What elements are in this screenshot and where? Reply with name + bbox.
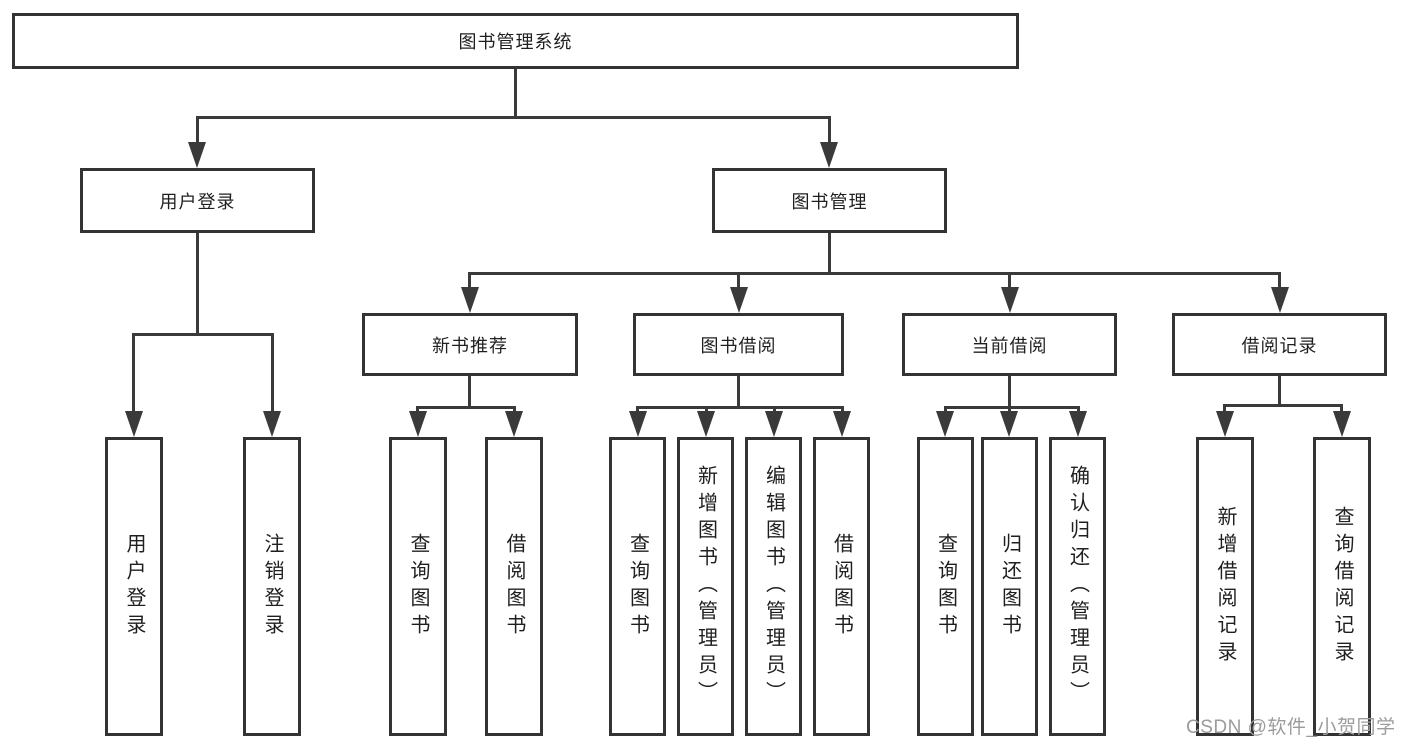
leaf-borrow-book-recommend: 借阅图书 xyxy=(485,437,543,736)
leaf-confirm-return-admin-label: 确认归还（管理员） xyxy=(1066,465,1089,708)
csdn-watermark: CSDN @软件_小贺同学 xyxy=(1186,717,1396,738)
arrowhead-down-icon xyxy=(820,142,838,168)
node-borrow-record: 借阅记录 xyxy=(1172,313,1387,376)
connector xyxy=(1223,404,1343,407)
leaf-query-book-recommend-label: 查询图书 xyxy=(407,532,429,641)
arrowhead-down-icon xyxy=(461,287,479,313)
connector xyxy=(828,233,831,275)
connector xyxy=(416,406,516,409)
arrowhead-down-icon xyxy=(629,411,647,437)
node-borrow-record-label: 借阅记录 xyxy=(1241,335,1318,356)
connector xyxy=(196,116,831,119)
leaf-confirm-return-admin: 确认归还（管理员） xyxy=(1049,437,1106,736)
node-current-borrow: 当前借阅 xyxy=(902,313,1117,376)
leaf-return-book-label: 归还图书 xyxy=(998,532,1021,641)
connector xyxy=(514,69,517,119)
node-current-borrow-label: 当前借阅 xyxy=(971,335,1048,356)
node-book-borrow-label: 图书借阅 xyxy=(700,335,777,356)
arrowhead-down-icon xyxy=(188,142,206,168)
leaf-edit-book-admin: 编辑图书（管理员） xyxy=(745,437,802,736)
leaf-logout: 注销登录 xyxy=(243,437,301,736)
leaf-borrow-book: 借阅图书 xyxy=(813,437,870,736)
node-book-management: 图书管理 xyxy=(712,168,947,233)
arrowhead-down-icon xyxy=(1001,287,1019,313)
node-user-login: 用户登录 xyxy=(80,168,315,233)
leaf-query-book-borrow-label: 查询图书 xyxy=(626,532,649,641)
arrowhead-down-icon xyxy=(1000,411,1018,437)
connector xyxy=(132,333,135,415)
connector xyxy=(737,376,740,408)
node-book-management-label: 图书管理 xyxy=(791,191,868,212)
connector xyxy=(737,272,740,292)
node-user-login-label: 用户登录 xyxy=(159,191,236,212)
leaf-logout-label: 注销登录 xyxy=(261,532,283,641)
leaf-user-login: 用户登录 xyxy=(105,437,163,736)
connector xyxy=(1008,272,1011,292)
leaf-query-borrow-record-label: 查询借阅记录 xyxy=(1331,505,1353,668)
leaf-user-login-label: 用户登录 xyxy=(123,532,145,641)
leaf-add-book-admin: 新增图书（管理员） xyxy=(677,437,734,736)
leaf-add-borrow-record-label: 新增借阅记录 xyxy=(1214,505,1236,668)
leaf-return-book: 归还图书 xyxy=(981,437,1038,736)
arrowhead-down-icon xyxy=(730,287,748,313)
arrowhead-down-icon xyxy=(1069,411,1087,437)
connector xyxy=(1278,272,1281,292)
connector xyxy=(271,333,274,415)
arrowhead-down-icon xyxy=(505,411,523,437)
leaf-borrow-book-recommend-label: 借阅图书 xyxy=(503,532,525,641)
leaf-add-borrow-record: 新增借阅记录 xyxy=(1196,437,1254,736)
leaf-query-book-borrow: 查询图书 xyxy=(609,437,666,736)
connector xyxy=(468,272,471,292)
node-root-label: 图书管理系统 xyxy=(458,32,573,52)
connector xyxy=(1223,404,1226,416)
arrowhead-down-icon xyxy=(409,411,427,437)
arrowhead-down-icon xyxy=(765,411,783,437)
node-root: 图书管理系统 xyxy=(12,13,1019,69)
arrowhead-down-icon xyxy=(1333,411,1351,437)
arrowhead-down-icon xyxy=(263,411,281,437)
node-new-book-recommend: 新书推荐 xyxy=(362,313,578,376)
arrowhead-down-icon xyxy=(125,411,143,437)
connector xyxy=(468,376,471,408)
connector xyxy=(944,406,1080,409)
connector xyxy=(1340,404,1343,416)
connector xyxy=(636,406,844,409)
leaf-query-borrow-record: 查询借阅记录 xyxy=(1313,437,1371,736)
arrowhead-down-icon xyxy=(1271,287,1289,313)
arrowhead-down-icon xyxy=(936,411,954,437)
arrowhead-down-icon xyxy=(1216,411,1234,437)
connector xyxy=(828,116,831,148)
arrowhead-down-icon xyxy=(697,411,715,437)
node-book-borrow: 图书借阅 xyxy=(633,313,844,376)
connector xyxy=(132,333,274,336)
leaf-query-book-current: 查询图书 xyxy=(917,437,974,736)
connector xyxy=(196,116,199,148)
connector xyxy=(1278,376,1281,406)
leaf-edit-book-admin-label: 编辑图书（管理员） xyxy=(762,465,785,708)
connector xyxy=(1008,376,1011,408)
leaf-add-book-admin-label: 新增图书（管理员） xyxy=(694,465,717,708)
connector xyxy=(468,272,1280,275)
leaf-borrow-book-label: 借阅图书 xyxy=(830,532,853,641)
connector xyxy=(196,233,199,336)
node-new-book-recommend-label: 新书推荐 xyxy=(432,335,508,356)
leaf-query-book-recommend: 查询图书 xyxy=(389,437,447,736)
leaf-query-book-current-label: 查询图书 xyxy=(934,532,957,641)
arrowhead-down-icon xyxy=(833,411,851,437)
